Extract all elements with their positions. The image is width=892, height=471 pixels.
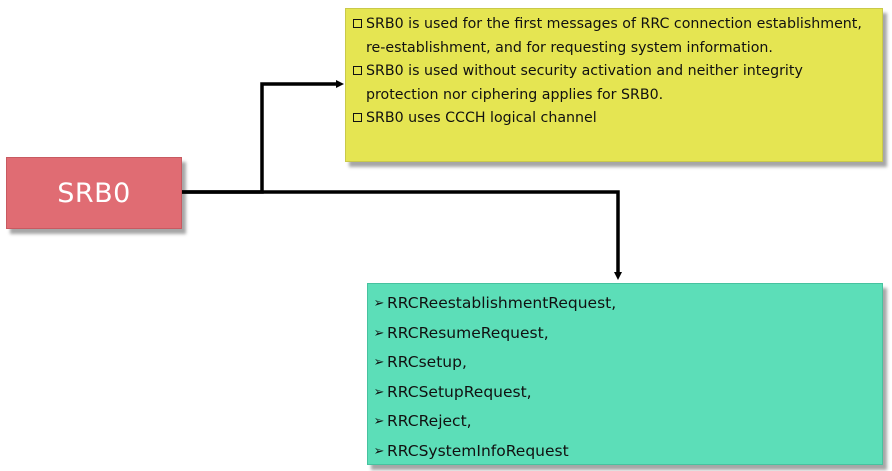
srb0-description-box: SRB0 is used for the first messages of R… (345, 8, 883, 162)
srb0-box: SRB0 (6, 157, 182, 229)
description-item: SRB0 is used for the first messages of R… (353, 13, 870, 60)
description-item: SRB0 uses CCCH logical channel (353, 107, 870, 131)
description-text: SRB0 is used for the first messages of R… (366, 16, 862, 56)
rrc-messages-box: ➢ RRCReestablishmentRequest, ➢ RRCResume… (367, 283, 883, 465)
description-text: SRB0 uses CCCH logical channel (366, 110, 597, 126)
message-item: ➢ RRCsetup, (372, 348, 882, 378)
message-text: RRCSystemInfoRequest (387, 441, 569, 460)
message-text: RRCResumeRequest, (387, 323, 549, 342)
checkbox-bullet-icon (353, 19, 362, 28)
connector-to-yellow-box (180, 80, 344, 194)
srb0-label: SRB0 (57, 177, 131, 209)
message-item: ➢ RRCReestablishmentRequest, (372, 289, 882, 319)
message-text: RRCReestablishmentRequest, (387, 294, 617, 312)
arrow-bullet-icon: ➢ (373, 325, 385, 341)
arrow-bullet-icon: ➢ (373, 384, 385, 400)
message-item: ➢ RRCSystemInfoRequest (372, 437, 882, 467)
checkbox-bullet-icon (353, 66, 362, 75)
connector-to-green-box (180, 190, 622, 280)
checkbox-bullet-icon (353, 113, 362, 122)
message-text: RRCSetupRequest, (387, 382, 532, 401)
message-item: ➢ RRCSetupRequest, (372, 378, 882, 408)
arrow-bullet-icon: ➢ (373, 414, 385, 430)
description-text: SRB0 is used without security activation… (366, 63, 803, 103)
arrow-bullet-icon: ➢ (373, 296, 385, 311)
description-item: SRB0 is used without security activation… (353, 60, 870, 107)
message-text: RRCReject, (387, 412, 472, 431)
arrow-bullet-icon: ➢ (373, 355, 385, 371)
message-item: ➢ RRCResumeRequest, (372, 319, 882, 349)
arrow-bullet-icon: ➢ (373, 443, 385, 459)
message-text: RRCsetup, (387, 353, 467, 372)
message-item: ➢ RRCReject, (372, 407, 882, 437)
